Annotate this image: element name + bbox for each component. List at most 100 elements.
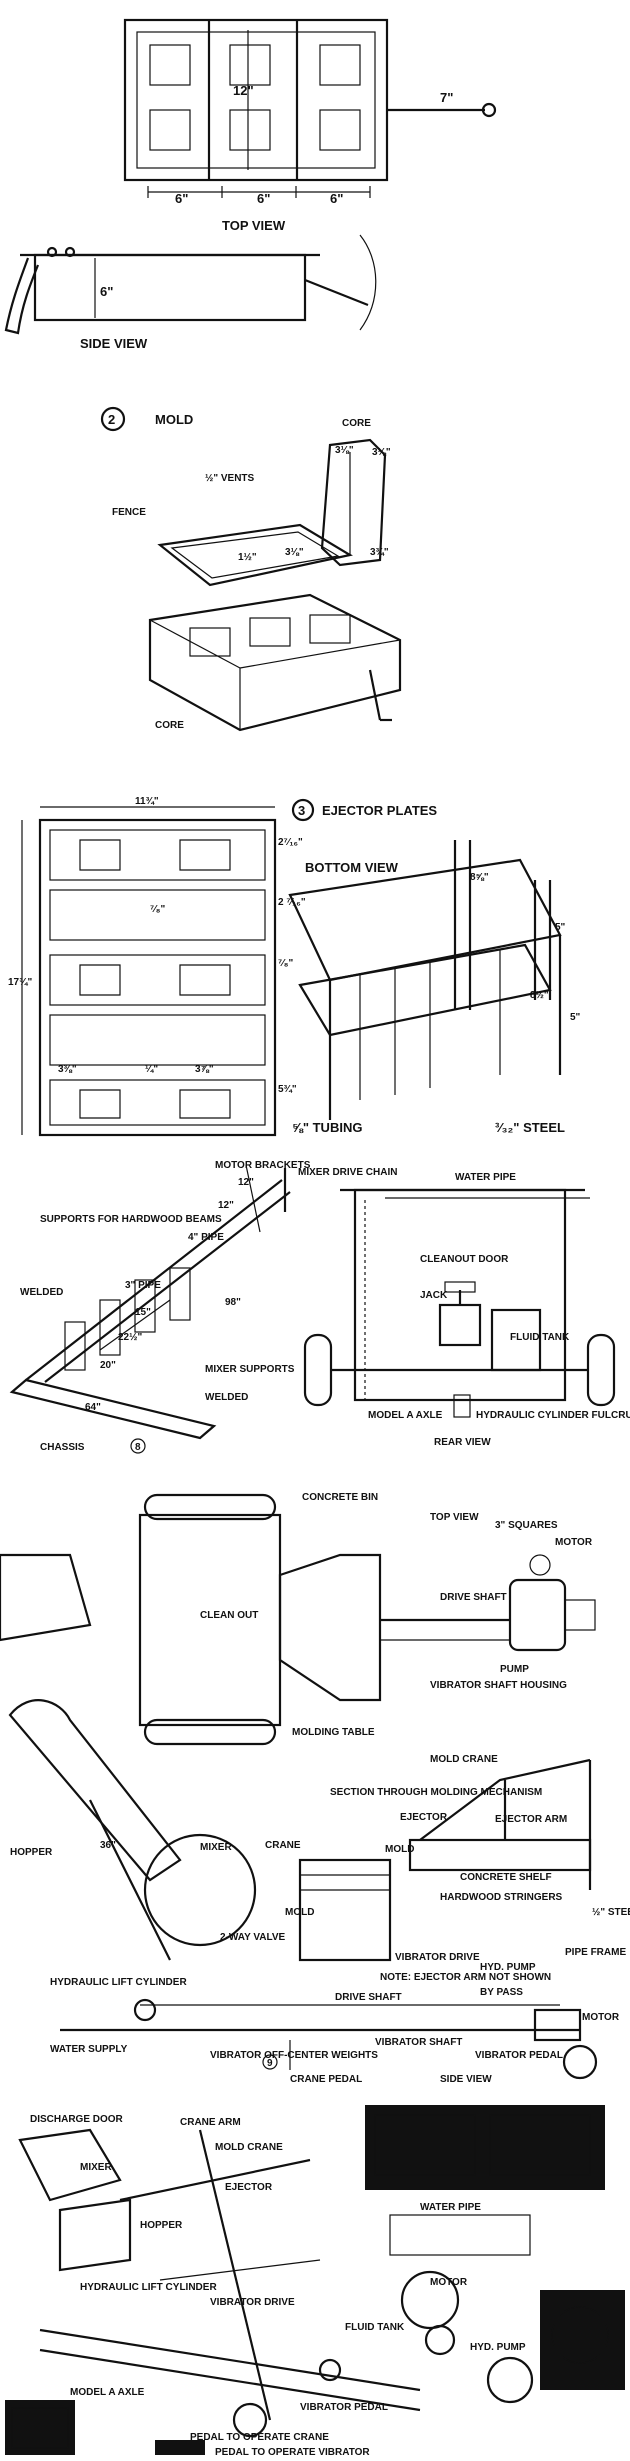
rear-cleanout-door: CLEANOUT DOOR <box>420 1254 509 1265</box>
machine-top-view: TOP VIEW <box>430 1512 479 1523</box>
bottom-pedal-vibrator: PEDAL TO OPERATE VIBRATOR <box>215 2447 370 2458</box>
bottom-crane-arm: CRANE ARM <box>180 2117 241 2128</box>
chassis-pipe4: 4" PIPE <box>188 1232 224 1243</box>
fig1-dim-6c: 6" <box>330 191 343 206</box>
fig3-dim-1-4: ¼" <box>145 1064 158 1075</box>
machine-concrete-bin: CONCRETE BIN <box>302 1492 378 1503</box>
chassis-pipe3: 3" PIPE <box>125 1280 161 1291</box>
machine-concrete-shelf: CONCRETE SHELF <box>460 1872 552 1883</box>
fig2-dim-1-5: 1½" <box>238 552 257 563</box>
chassis-fig-circle <box>130 1438 146 1454</box>
rear-view-drawing <box>303 1188 616 1418</box>
fig1-side-view-drawing <box>4 234 377 335</box>
fig2-number-circle <box>100 406 126 432</box>
fig2-core-top: CORE <box>342 418 371 429</box>
machine-top-view-drawing <box>0 1493 596 1746</box>
rear-fluid-tank: FLUID TANK <box>510 1332 570 1343</box>
bottom-water-pipe: WATER PIPE <box>420 2202 481 2213</box>
fig2-mold-drawing <box>148 438 402 732</box>
machine-side-view-drawing <box>8 1699 598 2080</box>
bottom-collage-drawing <box>0 2105 630 2461</box>
fig2-dim-3d: 3¾" <box>370 547 389 558</box>
fig1-side-view-label: SIDE VIEW <box>80 336 148 351</box>
fig1-top-view-drawing <box>123 18 497 198</box>
machine-clean-out: CLEAN OUT <box>200 1610 258 1621</box>
machine-fig-no: 9 <box>267 2058 273 2069</box>
fig2-dim-3b: 3⅛" <box>372 447 391 458</box>
machine-way-valve: 2-WAY VALVE <box>220 1932 286 1943</box>
machine-by-pass: BY PASS <box>480 1987 523 1998</box>
machine-ejector-arm: EJECTOR ARM <box>495 1814 567 1825</box>
fig3-dim-2-7-16a: 2⁷⁄₁₆" <box>278 837 303 848</box>
chassis-dim-64: 64" <box>85 1402 101 1413</box>
chassis-label: CHASSIS <box>40 1442 85 1453</box>
bottom-vibrator-drive: VIBRATOR DRIVE <box>210 2297 295 2308</box>
chassis-dim-98: 98" <box>225 1297 241 1308</box>
fig3-dim-2-7-16b: 2 ⁷⁄₁₆" <box>278 897 306 908</box>
fig3-tubing: ⅝" TUBING <box>292 1120 362 1135</box>
bottom-ejector: EJECTOR <box>225 2182 273 2193</box>
fig2-dim-3c: 3⅛" <box>285 547 304 558</box>
fig3-number: 3 <box>298 803 305 818</box>
fig3-title: EJECTOR PLATES <box>322 803 437 818</box>
fig2-core-bottom: CORE <box>155 720 184 731</box>
chassis-welded-b: WELDED <box>205 1392 248 1403</box>
fig1-dim-12: 12" <box>233 83 254 98</box>
bottom-hyd-pump: HYD. PUMP <box>470 2342 526 2353</box>
bottom-discharge-door: DISCHARGE DOOR <box>30 2114 124 2125</box>
machine-hopper: HOPPER <box>10 1847 53 1858</box>
rear-water-pipe: WATER PIPE <box>455 1172 516 1183</box>
chassis-supports: SUPPORTS FOR HARDWOOD BEAMS <box>40 1214 222 1225</box>
machine-squares: 3" SQUARES <box>495 1520 558 1531</box>
bottom-vibrator-pedal: VIBRATOR PEDAL <box>300 2402 388 2413</box>
machine-crane: CRANE <box>265 1840 301 1851</box>
fig1-dim-6b: 6" <box>257 191 270 206</box>
machine-drive-shaft-a: DRIVE SHAFT <box>440 1592 507 1603</box>
fig3-dim-8-1-2: 8½" <box>530 990 549 1001</box>
fig3-bottom-view-drawing <box>21 806 562 1137</box>
fig3-dim-7-8a: ⁷⁄₈" <box>150 904 165 915</box>
chassis-dim-20: 20" <box>100 1360 116 1371</box>
machine-pipe-frame: PIPE FRAME <box>565 1947 626 1958</box>
machine-pump: PUMP <box>500 1664 529 1675</box>
chassis-fig-no: 8 <box>135 1442 141 1453</box>
rear-model-a-axle: MODEL A AXLE <box>368 1410 443 1421</box>
machine-vibrator-off: VIBRATOR OFF-CENTER WEIGHTS <box>210 2050 378 2061</box>
fig2-number: 2 <box>108 412 115 427</box>
machine-hyd-pump: HYD. PUMP <box>480 1962 536 1973</box>
fig3-dim-5b: 5" <box>570 1012 581 1023</box>
machine-side-view: SIDE VIEW <box>440 2074 492 2085</box>
machine-motor-b: MOTOR <box>582 2012 620 2023</box>
fig3-dim-5-3-4: 5¾" <box>278 1084 297 1095</box>
bottom-model-a-axle: MODEL A AXLE <box>70 2387 145 2398</box>
fig3-dim-8-5-8: 8⅝" <box>470 872 489 883</box>
fig1-top-view-label: TOP VIEW <box>222 218 286 233</box>
fig1-dim-6d: 6" <box>100 284 113 299</box>
machine-steel-plate: ½" STEEL PLATE <box>592 1907 630 1918</box>
chassis-dim-22: 22½" <box>118 1332 142 1343</box>
chassis-mixer-supports: MIXER SUPPORTS <box>205 1364 295 1375</box>
fig1-dim-7: 7" <box>440 90 453 105</box>
chassis-dim-12b: 12" <box>218 1200 234 1211</box>
machine-hydraulic-lift: HYDRAULIC LIFT CYLINDER <box>50 1977 187 1988</box>
machine-water-supply: WATER SUPPLY <box>50 2044 128 2055</box>
bottom-hydraulic-lift: HYDRAULIC LIFT CYLINDER <box>80 2282 217 2293</box>
machine-vibrator-shaft-housing: VIBRATOR SHAFT HOUSING <box>430 1680 567 1691</box>
machine-mold-crane: MOLD CRANE <box>430 1754 498 1765</box>
bottom-pedal-crane: PEDAL TO OPERATE CRANE <box>190 2432 329 2443</box>
fig3-dim-5a: 5" <box>555 922 566 933</box>
chassis-dim-12a: 12" <box>238 1177 254 1188</box>
chassis-drawing <box>9 1164 291 1440</box>
machine-molding-table: MOLDING TABLE <box>292 1727 375 1738</box>
machine-dim-36: 36" <box>100 1840 116 1851</box>
bottom-motor: MOTOR <box>430 2277 468 2288</box>
fig3-dim-7-8b: ⁷⁄₈" <box>278 958 293 969</box>
fig3-dim-3-7-8: 3⅞" <box>195 1064 214 1075</box>
fig3-height: 17¾" <box>8 977 32 988</box>
fig2-title: MOLD <box>155 412 193 427</box>
machine-mold-a: MOLD <box>385 1844 414 1855</box>
chassis-dim-15: 15" <box>135 1307 151 1318</box>
chassis-welded-a: WELDED <box>20 1287 63 1298</box>
machine-motor-a: MOTOR <box>555 1537 593 1548</box>
